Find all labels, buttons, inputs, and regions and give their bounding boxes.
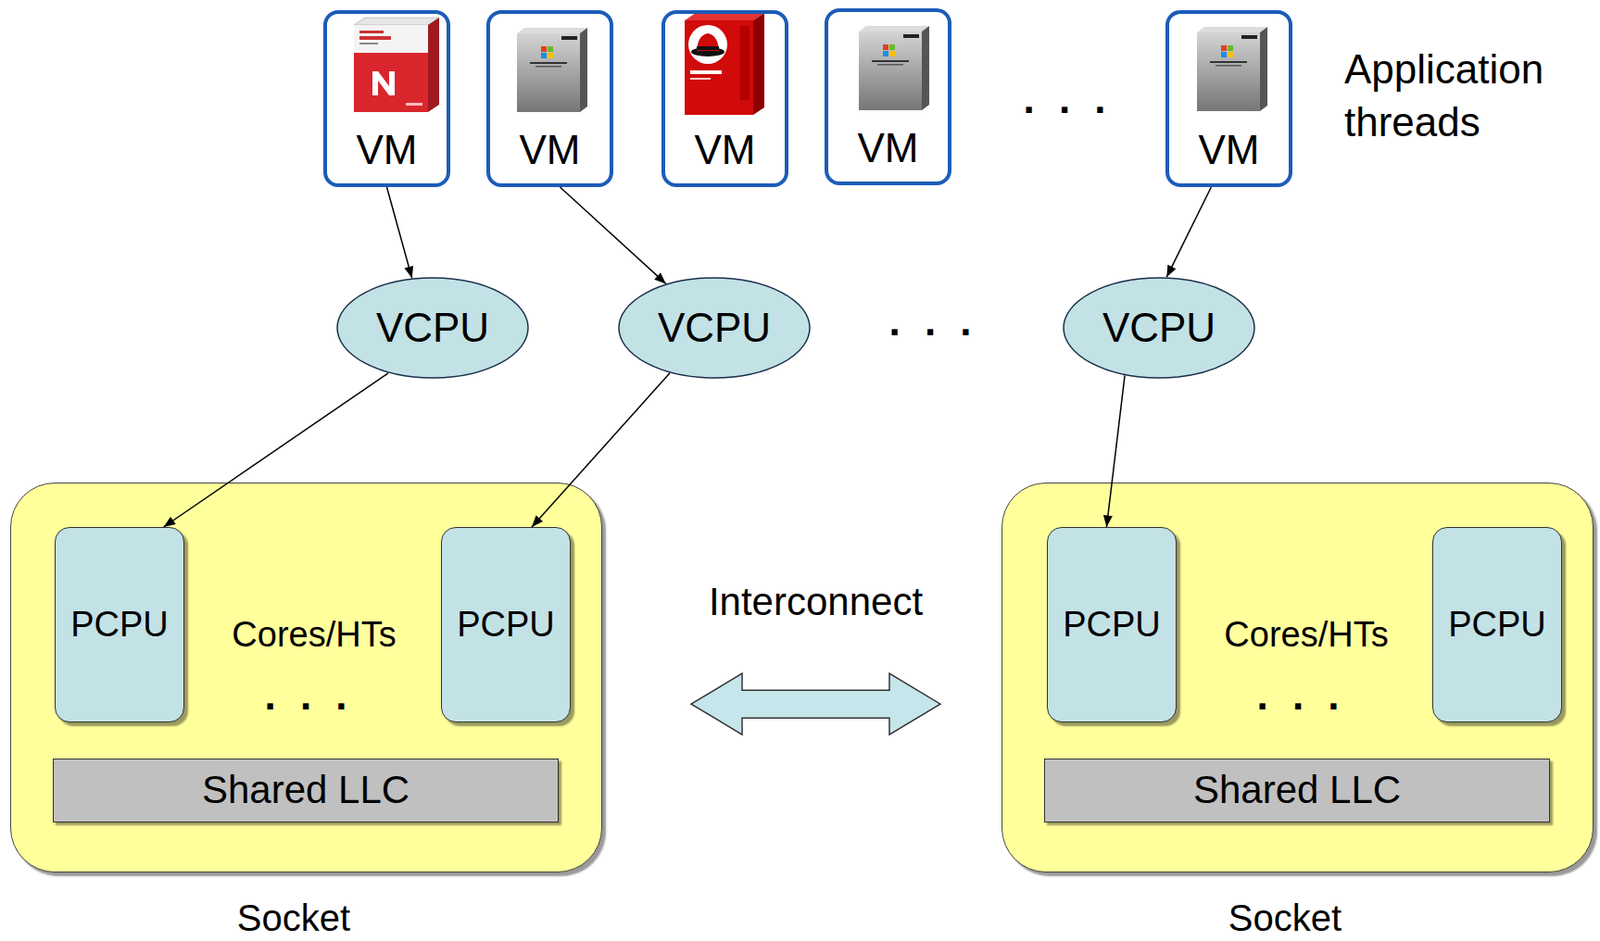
ellipsis-mark: . . .	[264, 672, 347, 720]
vm-label: VM	[857, 125, 920, 173]
vm-box: VM	[323, 10, 451, 188]
label-holder: Interconnect	[708, 579, 923, 625]
mapping-arrow	[387, 187, 413, 278]
text-holder: VCPU	[1102, 304, 1216, 353]
text-holder: PCPU	[70, 604, 169, 646]
text-holder: Socket	[237, 896, 351, 940]
vm-label: VM	[1198, 126, 1260, 175]
windows-box-icon	[516, 27, 588, 113]
mapping-arrow	[531, 373, 670, 528]
edge-label: Interconnect	[708, 579, 923, 625]
ellipsis-mark: . . .	[888, 298, 971, 346]
cache-label: Shared LLC	[1193, 768, 1401, 813]
label-holder: . . .	[264, 672, 347, 720]
vm-label: VM	[519, 126, 581, 175]
ellipsis-mark: . . .	[1022, 75, 1106, 124]
vm-box: VM	[661, 10, 789, 188]
mapping-arrow	[1166, 187, 1211, 278]
label-holder: . . .	[1022, 75, 1106, 124]
pcpu-label: PCPU	[456, 604, 555, 646]
pcpu-box: PCPU	[1046, 527, 1177, 723]
vcpu-ellipse: VCPU	[336, 277, 530, 379]
cache-label: Shared LLC	[201, 768, 410, 813]
vcpu-ellipse: VCPU	[617, 277, 811, 379]
windows-box-icon	[858, 25, 930, 111]
ellipse-shape	[337, 277, 529, 378]
ellipsis-mark: . . .	[1256, 672, 1339, 720]
vcpu-label: VCPU	[657, 304, 771, 353]
label-holder: . . .	[1256, 672, 1339, 720]
pcpu-box: PCPU	[440, 527, 571, 723]
text-holder: Cores/HTs	[231, 615, 396, 656]
vm-box: VM	[824, 8, 952, 186]
text-holder: Shared LLC	[201, 768, 410, 813]
text-holder: VM	[694, 126, 756, 175]
cores-label: Cores/HTs	[1223, 615, 1388, 656]
cores-label: Cores/HTs	[231, 615, 396, 656]
vm-box: VM	[1165, 10, 1293, 188]
text-holder: VCPU	[376, 304, 490, 353]
text-holder: VM	[519, 126, 581, 175]
vm-label: VM	[694, 126, 756, 175]
ellipse-shape	[1063, 277, 1255, 378]
vcpu-ellipse: VCPU	[1062, 277, 1256, 379]
interconnect-arrow	[691, 673, 941, 735]
text-holder: VM	[857, 125, 920, 173]
pcpu-label: PCPU	[1448, 604, 1547, 646]
label-holder: . . .	[888, 298, 971, 346]
mapping-arrow	[559, 187, 666, 284]
label-holder: Application threads	[1344, 42, 1595, 149]
text-holder: VCPU	[657, 304, 771, 353]
redhat-box-icon	[684, 12, 765, 115]
vcpu-label: VCPU	[1102, 304, 1216, 353]
text-holder: VM	[1198, 126, 1260, 175]
socket-caption: Socket	[237, 896, 351, 940]
vm-label: VM	[356, 126, 418, 175]
ellipse-shape	[618, 277, 810, 378]
pcpu-box: PCPU	[1432, 527, 1563, 723]
text-holder: VM	[356, 126, 418, 175]
vm-box: VM	[486, 10, 614, 188]
pcpu-box: PCPU	[54, 527, 185, 723]
caption-label: Application threads	[1344, 42, 1595, 149]
text-holder: PCPU	[1448, 604, 1547, 646]
pcpu-label: PCPU	[70, 604, 169, 646]
text-holder: PCPU	[456, 604, 555, 646]
text-holder: Shared LLC	[1193, 768, 1401, 813]
cache-bar: Shared LLC	[1044, 758, 1550, 823]
pcpu-label: PCPU	[1062, 604, 1161, 646]
cache-bar: Shared LLC	[52, 758, 559, 823]
vcpu-label: VCPU	[376, 304, 490, 353]
socket-caption: Socket	[1228, 896, 1342, 940]
windows-box-icon	[1196, 26, 1268, 112]
text-holder: Socket	[1228, 896, 1342, 940]
text-holder: PCPU	[1062, 604, 1161, 646]
text-holder: Cores/HTs	[1223, 615, 1388, 656]
novell-box-icon	[353, 17, 440, 113]
